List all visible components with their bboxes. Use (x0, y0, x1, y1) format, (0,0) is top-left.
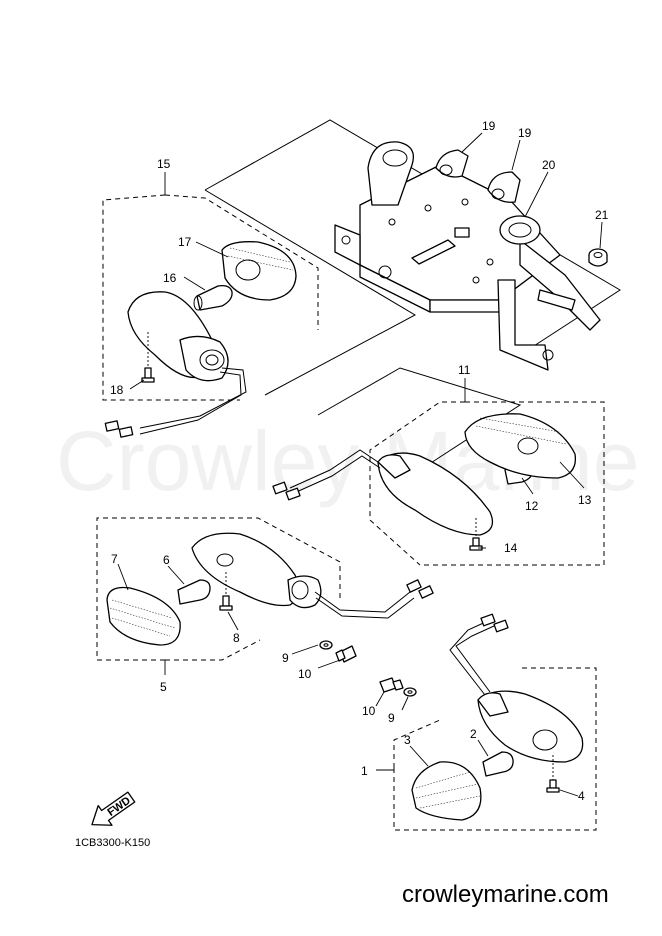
website-text: crowleymarine.com (402, 881, 609, 908)
bracket-assembly (204, 119, 621, 396)
callout-8: 8 (233, 631, 240, 645)
callout-7: 7 (111, 552, 118, 566)
turn-signal-assembly-5 (96, 517, 434, 675)
callout-19-right: 19 (518, 126, 532, 140)
callout-16: 16 (163, 271, 177, 285)
callout-20: 20 (542, 158, 556, 172)
callout-labels: 1 2 3 4 5 6 7 8 9 9 10 10 11 12 13 14 15… (110, 119, 609, 803)
callout-10-upper: 10 (298, 667, 312, 681)
callout-11: 11 (458, 363, 471, 377)
callout-9-upper: 9 (282, 651, 289, 665)
washer-bolt-pair-lower (379, 677, 417, 697)
callout-10-lower: 10 (362, 704, 376, 718)
callout-12: 12 (525, 499, 539, 513)
callout-4: 4 (578, 789, 585, 803)
callout-9-lower: 9 (388, 711, 395, 725)
callout-19-left: 19 (482, 119, 496, 133)
callout-18: 18 (110, 383, 124, 397)
callout-21: 21 (595, 208, 609, 222)
washer-bolt-pair-upper (319, 640, 357, 663)
callout-1: 1 (361, 764, 368, 778)
leader-lines (117, 132, 603, 797)
callout-5: 5 (160, 680, 167, 694)
clip-part-19a (435, 149, 469, 178)
turn-signal-assembly-11 (272, 367, 605, 566)
callout-13: 13 (578, 493, 592, 507)
callout-3: 3 (404, 733, 411, 747)
clip-part-19b (487, 171, 521, 203)
turn-signal-assembly-1 (376, 613, 597, 831)
turn-signal-assembly-15 (102, 172, 319, 438)
callout-6: 6 (163, 553, 170, 567)
fwd-arrow: FWD (91, 791, 136, 826)
callout-15: 15 (157, 157, 171, 171)
callout-2: 2 (470, 727, 477, 741)
drawing-code: 1CB3300-K150 (75, 837, 150, 849)
callout-14: 14 (504, 541, 518, 555)
callout-17: 17 (178, 235, 192, 249)
grommet-part-21 (588, 248, 608, 267)
